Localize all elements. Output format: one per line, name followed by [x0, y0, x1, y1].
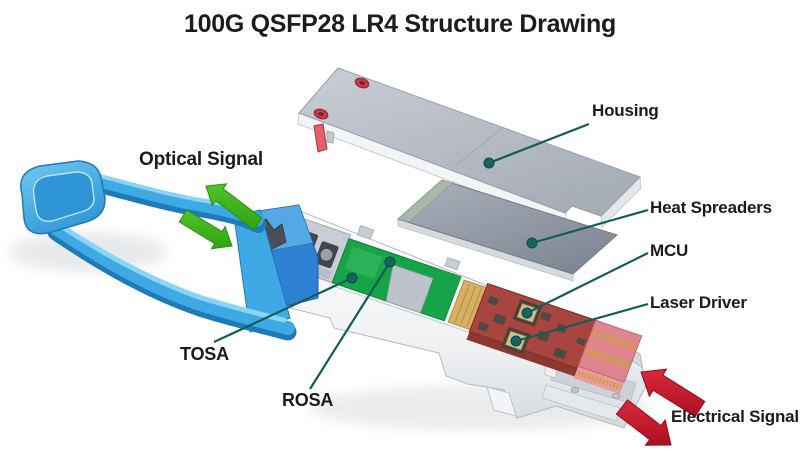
tosa-rosa-assembly	[331, 238, 462, 322]
body-tab	[444, 257, 461, 271]
housing-part	[297, 67, 642, 229]
electrical-in-arrow-icon	[640, 368, 706, 418]
gold-fingers-row	[585, 347, 631, 370]
pull-tab-bail	[20, 160, 297, 341]
housing-leader-line	[488, 122, 590, 165]
housing-guide-pin	[313, 123, 335, 153]
electrical-out-arrow-icon	[615, 399, 672, 446]
rosa-leader-line	[309, 261, 391, 390]
heat-spreaders-label: Heat Spreaders	[650, 198, 772, 217]
leader-lines	[213, 122, 649, 390]
page-title: 100G QSFP28 LR4 Structure Drawing	[184, 10, 616, 38]
laser-driver-label: Laser Driver	[650, 293, 747, 312]
optical-rx-arrow-icon	[178, 209, 233, 250]
body-tab	[356, 225, 375, 240]
bail-paddle	[20, 160, 106, 235]
mcu-label: MCU	[650, 241, 689, 260]
housing-label: Housing	[592, 101, 659, 120]
edge-connector	[573, 319, 643, 394]
tosa-leader-line	[213, 277, 353, 343]
tosa-label: TOSA	[180, 344, 229, 364]
mcu-leader-line	[526, 252, 649, 314]
module-body	[249, 208, 647, 429]
optical-signal-arrows	[178, 183, 263, 250]
flex-circuit	[447, 279, 487, 331]
heat-spreader-part	[397, 179, 618, 282]
gold-fingers-row	[592, 329, 638, 352]
optical-signal-label: Optical Signal	[139, 149, 263, 170]
laser-driver-leader-line	[515, 302, 649, 343]
leader-dots	[346, 157, 538, 347]
gold-fingers-side	[577, 370, 622, 391]
housing-screws	[313, 77, 370, 120]
electrical-signal-arrows	[615, 368, 706, 446]
rosa-label: ROSA	[282, 390, 334, 410]
electrical-signal-label: Electrical Signal	[671, 407, 799, 426]
pcb-chips	[477, 295, 587, 360]
optical-tx-arrow-icon	[205, 183, 263, 231]
heat-spreaders-leader-line	[531, 208, 649, 245]
